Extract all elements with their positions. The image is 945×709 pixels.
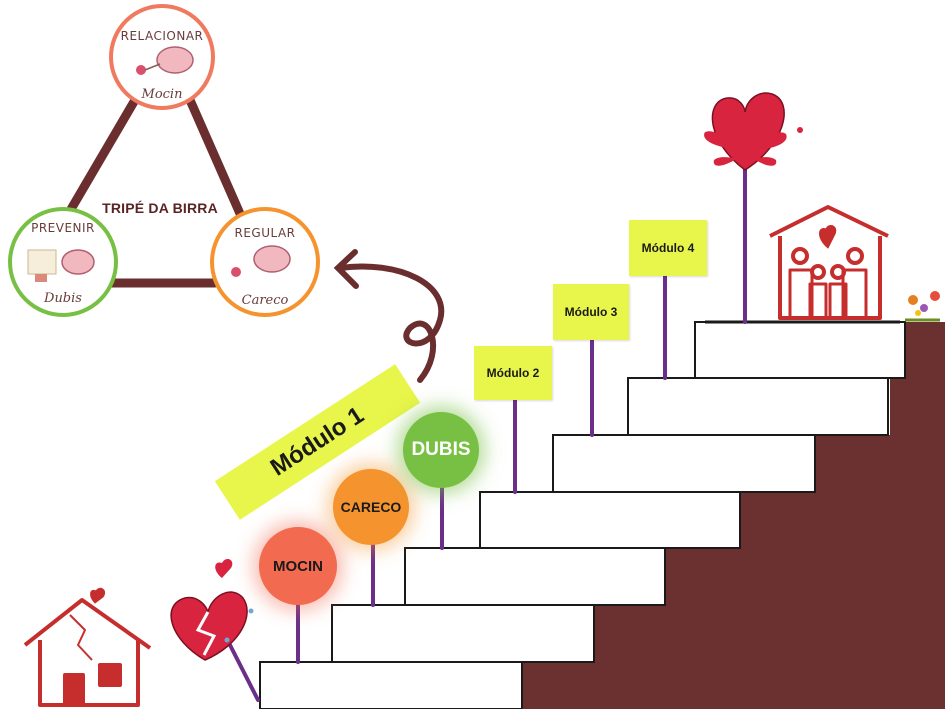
node-prevenir [8, 207, 118, 317]
modulo-2-sticky: Módulo 2 [474, 346, 552, 400]
step-5 [552, 434, 816, 493]
stair-wall [520, 322, 945, 709]
family-house-icon [769, 205, 889, 320]
relacionar-name: Mocin [141, 86, 183, 102]
step-7 [694, 321, 906, 379]
step-6 [627, 377, 889, 436]
heart-icon [704, 92, 803, 171]
pole-broken-heart [228, 643, 260, 702]
prevenir-name: Dubis [44, 290, 82, 306]
modulo-3-sticky: Módulo 3 [553, 284, 629, 340]
broken-heart-icon [170, 558, 254, 661]
mocin-ball: MOCIN [259, 527, 337, 605]
step-2 [331, 604, 595, 663]
regular-name: Careco [241, 292, 289, 308]
stair-steps [259, 321, 906, 709]
brain-character-icon [231, 245, 291, 277]
brain-character-icon [136, 46, 194, 75]
dubis-ball: DUBIS [403, 412, 479, 488]
prevenir-title: PREVENIR [31, 221, 95, 235]
careco-ball: CARECO [333, 469, 409, 545]
tripe-label: TRIPÉ DA BIRRA [102, 200, 218, 216]
node-relacionar [109, 4, 215, 110]
triangle [55, 95, 250, 288]
modulo-4-sticky: Módulo 4 [629, 220, 707, 276]
flowers-icon [905, 291, 940, 322]
node-regular [210, 207, 320, 317]
poles [228, 158, 747, 702]
step-4 [479, 491, 741, 549]
curved-arrow-icon [333, 249, 445, 383]
step-3 [404, 547, 666, 606]
regular-title: REGULAR [234, 226, 296, 240]
brain-character-icon [27, 249, 95, 282]
step-1 [259, 661, 523, 709]
relacionar-title: RELACIONAR [120, 29, 204, 43]
broken-house-icon [23, 587, 152, 707]
